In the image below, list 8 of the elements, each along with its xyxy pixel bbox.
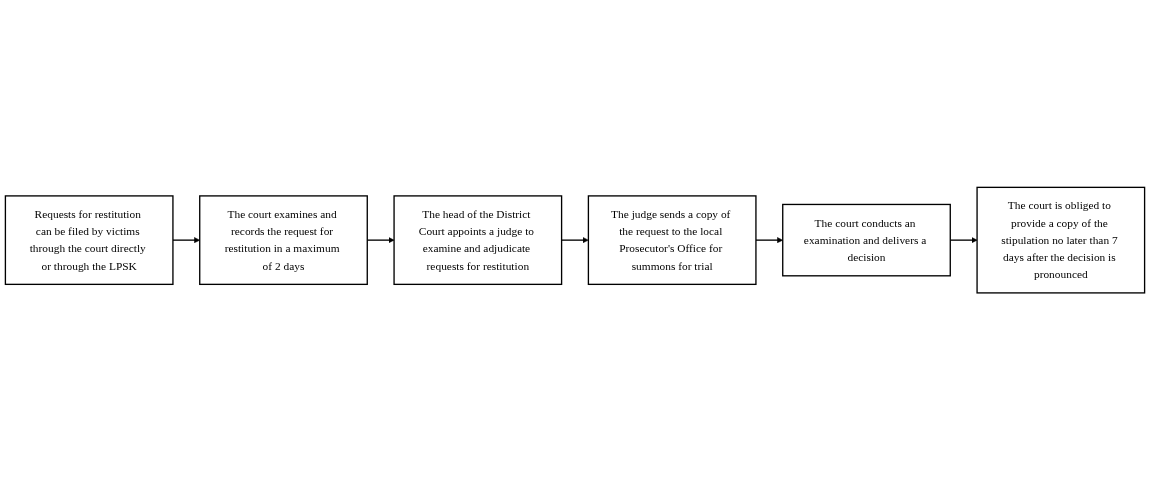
node-box: The court conducts an examination and delivers a decision — [782, 204, 951, 277]
node-box: The head of the District Court appoints a judge to examine and adjudicate requests for restitution — [393, 195, 563, 286]
node-box: The court examines and records the request for restitution in a maximum of 2 days — [199, 195, 368, 286]
arrow — [172, 237, 200, 244]
arrow — [755, 237, 783, 244]
node-box: Requests for restitution can be filed by victims through the court directly or through the LPSK — [4, 195, 174, 286]
node-box: The judge sends a copy of the request to the local Prosecutor's Office for summons for trial — [587, 195, 757, 286]
node-box: The court is obliged to provide a copy of the stipulation no later than 7 days after the decision is pronounced — [976, 187, 1146, 294]
